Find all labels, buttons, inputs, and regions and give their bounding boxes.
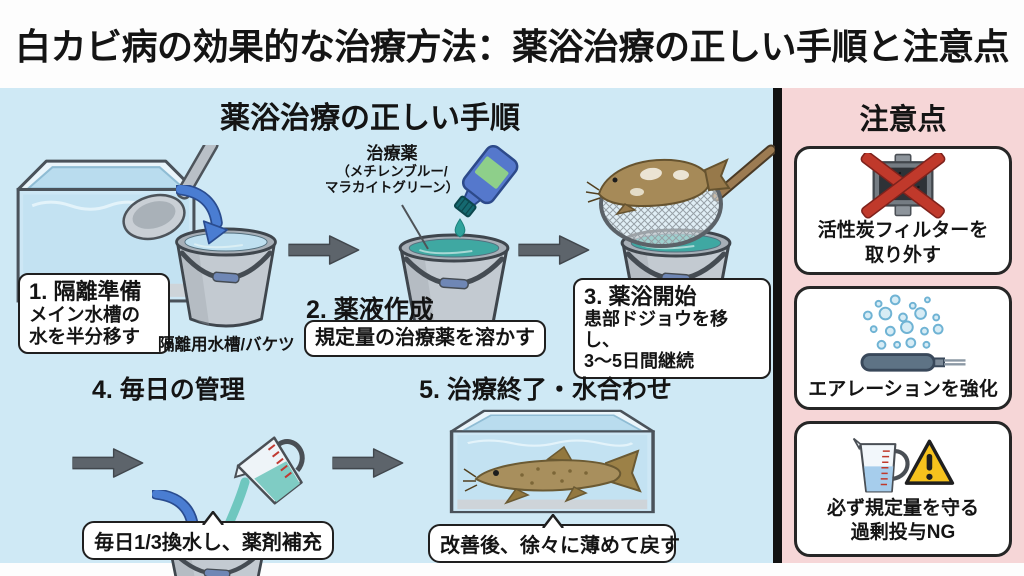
measuring-cup-icon (852, 437, 910, 493)
step2-detail: 規定量の治療薬を溶かす (315, 327, 535, 349)
step1-box: 1. 隔離準備 メイン水槽の 水を半分移す (18, 273, 170, 355)
carbon-filter-prohibited-icon (860, 153, 946, 219)
medicine-bottle-icon (453, 144, 519, 218)
loach-fish-icon (585, 158, 731, 216)
cautions-panel: 注意点 活性炭フィルターを 取り外す (782, 88, 1024, 563)
caution-text: 必ず規定量を守る 過剰投与NG (826, 497, 979, 543)
flow-arrow-icon (332, 448, 404, 478)
step3-box: 3. 薬浴開始 患部ドジョウを移し、 3〜5日間継続 (573, 278, 771, 379)
caution-card-aeration: エアレーションを強化 (794, 286, 1012, 410)
bubbles-icon (862, 294, 944, 350)
caution-card-dosage: 必ず規定量を守る 過剰投与NG (794, 421, 1012, 557)
dosage-warning-icon (852, 437, 955, 493)
medicine-label: 治療薬 （メチレンブルー/ マラカイトグリーン） (316, 144, 468, 196)
cautions-title: 注意点 (859, 104, 947, 136)
step4-heading: 4. 毎日の管理 (92, 376, 245, 404)
step3-illustration (585, 144, 775, 336)
flow-arrow-icon (288, 235, 360, 265)
bucket-icon (177, 229, 276, 326)
bubble-tail (542, 514, 564, 528)
medicine-drop-icon (454, 218, 466, 238)
step2-illustration (380, 144, 519, 339)
step2-heading: 2. 薬液作成 (306, 296, 434, 324)
flow-arrow-icon (72, 448, 144, 478)
step1-detail: メイン水槽の 水を半分移す (29, 304, 141, 347)
page-title: 白カビ病の効果的な治療方法：薬浴治療の正しい手順と注意点 (14, 26, 1010, 67)
procedure-title: 薬浴治療の正しい手順 (220, 102, 520, 135)
procedure-panel: 薬浴治療の正しい手順 1. 隔離準備 メイン水槽の 水を半分移す 隔離用水槽/バ… (0, 88, 775, 563)
loach-fish-icon (463, 445, 642, 505)
content-row: 薬浴治療の正しい手順 1. 隔離準備 メイン水槽の 水を半分移す 隔離用水槽/バ… (0, 88, 1024, 563)
medicine-label-sub: （メチレンブルー/ マラカイトグリーン） (324, 163, 460, 195)
step5-heading: 5. 治療終了・水合わせ (419, 376, 672, 404)
step1-illustration (16, 145, 308, 341)
flow-arrow-icon (518, 235, 590, 265)
step1-heading: 1. 隔離準備 (29, 279, 142, 304)
scoop-icon (122, 145, 219, 241)
step3-detail: 患部ドジョウを移し、 3〜5日間継続 (584, 309, 728, 371)
medicine-label-title: 治療薬 (366, 144, 418, 163)
measuring-cup-icon (233, 436, 305, 505)
warning-triangle-icon (904, 439, 955, 485)
caution-text: エアレーションを強化 (808, 378, 998, 400)
panel-divider (773, 88, 782, 563)
bubble-tail (202, 511, 224, 525)
air-stone-icon (860, 352, 936, 372)
page-header: 白カビ病の効果的な治療方法：薬浴治療の正しい手順と注意点 (0, 0, 1024, 88)
step5-box: 改善後、徐々に薄めて戻す (428, 514, 680, 563)
step2-box: 規定量の治療薬を溶かす (304, 320, 546, 358)
step4-detail: 毎日1/3換水し、薬剤補充 (94, 532, 322, 554)
step5-detail: 改善後、徐々に薄めて戻す (440, 535, 680, 557)
caution-card-filter: 活性炭フィルターを 取り外す (794, 146, 1012, 275)
step4-box: 毎日1/3換水し、薬剤補充 (82, 511, 334, 560)
step5-illustration (449, 409, 655, 514)
step3-heading: 3. 薬浴開始 (584, 284, 697, 309)
label-pointer-line (401, 204, 429, 250)
bucket-caption: 隔離用水槽/バケツ (158, 336, 295, 354)
air-stone-bubbles-icon (860, 294, 966, 372)
caution-text: 活性炭フィルターを 取り外す (817, 220, 989, 266)
prohibit-x-icon (860, 153, 946, 219)
